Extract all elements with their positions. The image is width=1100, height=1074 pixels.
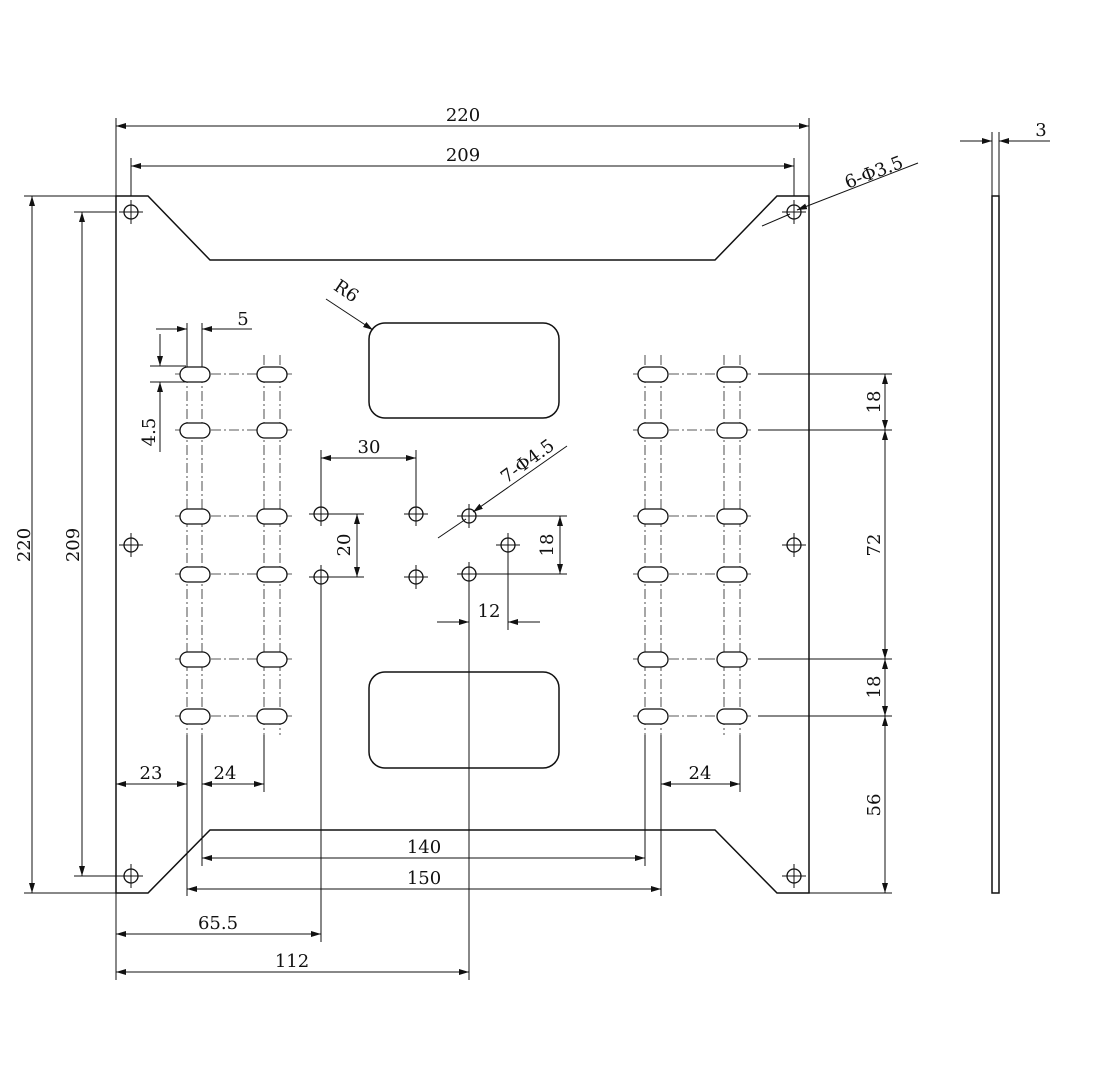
dim-to-center: 112 <box>275 951 309 972</box>
left-slots <box>179 366 288 725</box>
right-slots <box>637 366 748 725</box>
center-hole <box>404 565 428 589</box>
dim-center-offset-y: 18 <box>537 534 558 557</box>
round-holes <box>119 200 806 888</box>
dim-center-offset-x: 12 <box>478 601 501 622</box>
corner-hole <box>119 200 143 224</box>
label-corner-holes: 6-Φ3.5 <box>842 152 906 193</box>
dim-right-pitch-top: 18 <box>864 391 885 414</box>
dim-to-center-holes: 65.5 <box>198 913 238 934</box>
center-lines <box>175 355 752 735</box>
upper-window <box>368 322 560 419</box>
dim-slot-width: 5 <box>237 309 248 330</box>
corner-hole <box>782 864 806 888</box>
dim-right-column-spacing: 24 <box>689 763 712 784</box>
dim-slot-span-outer: 150 <box>407 868 441 889</box>
dim-left-edge-offset: 23 <box>140 763 163 784</box>
side-view <box>991 195 1000 894</box>
dim-right-pitch-bottom: 18 <box>864 676 885 699</box>
dimension-lines: 220 209 220 209 3 6-Φ3.5 R6 <box>14 105 1050 980</box>
dim-hole-span-y: 209 <box>63 528 84 562</box>
dim-overall-height: 220 <box>14 528 35 562</box>
dim-right-to-bottom: 56 <box>864 794 885 817</box>
lower-window <box>368 671 560 769</box>
label-window-radius: R6 <box>330 276 362 307</box>
dim-right-pitch-middle: 72 <box>864 534 885 557</box>
dim-overall-width: 220 <box>446 105 480 126</box>
corner-hole <box>782 533 806 557</box>
corner-hole <box>782 200 806 224</box>
center-hole <box>496 533 520 557</box>
plate-outline <box>115 195 810 894</box>
dim-slot-span-inner: 140 <box>407 837 441 858</box>
dim-left-column-spacing: 24 <box>214 763 237 784</box>
dim-center-spacing-x: 30 <box>358 437 381 458</box>
dim-slot-pitch: 4.5 <box>139 418 160 447</box>
dim-hole-span-x: 209 <box>446 145 480 166</box>
corner-hole <box>119 533 143 557</box>
label-center-holes: 7-Φ4.5 <box>497 435 559 488</box>
dim-thickness: 3 <box>1035 120 1046 141</box>
dim-center-spacing-y: 20 <box>334 534 355 557</box>
